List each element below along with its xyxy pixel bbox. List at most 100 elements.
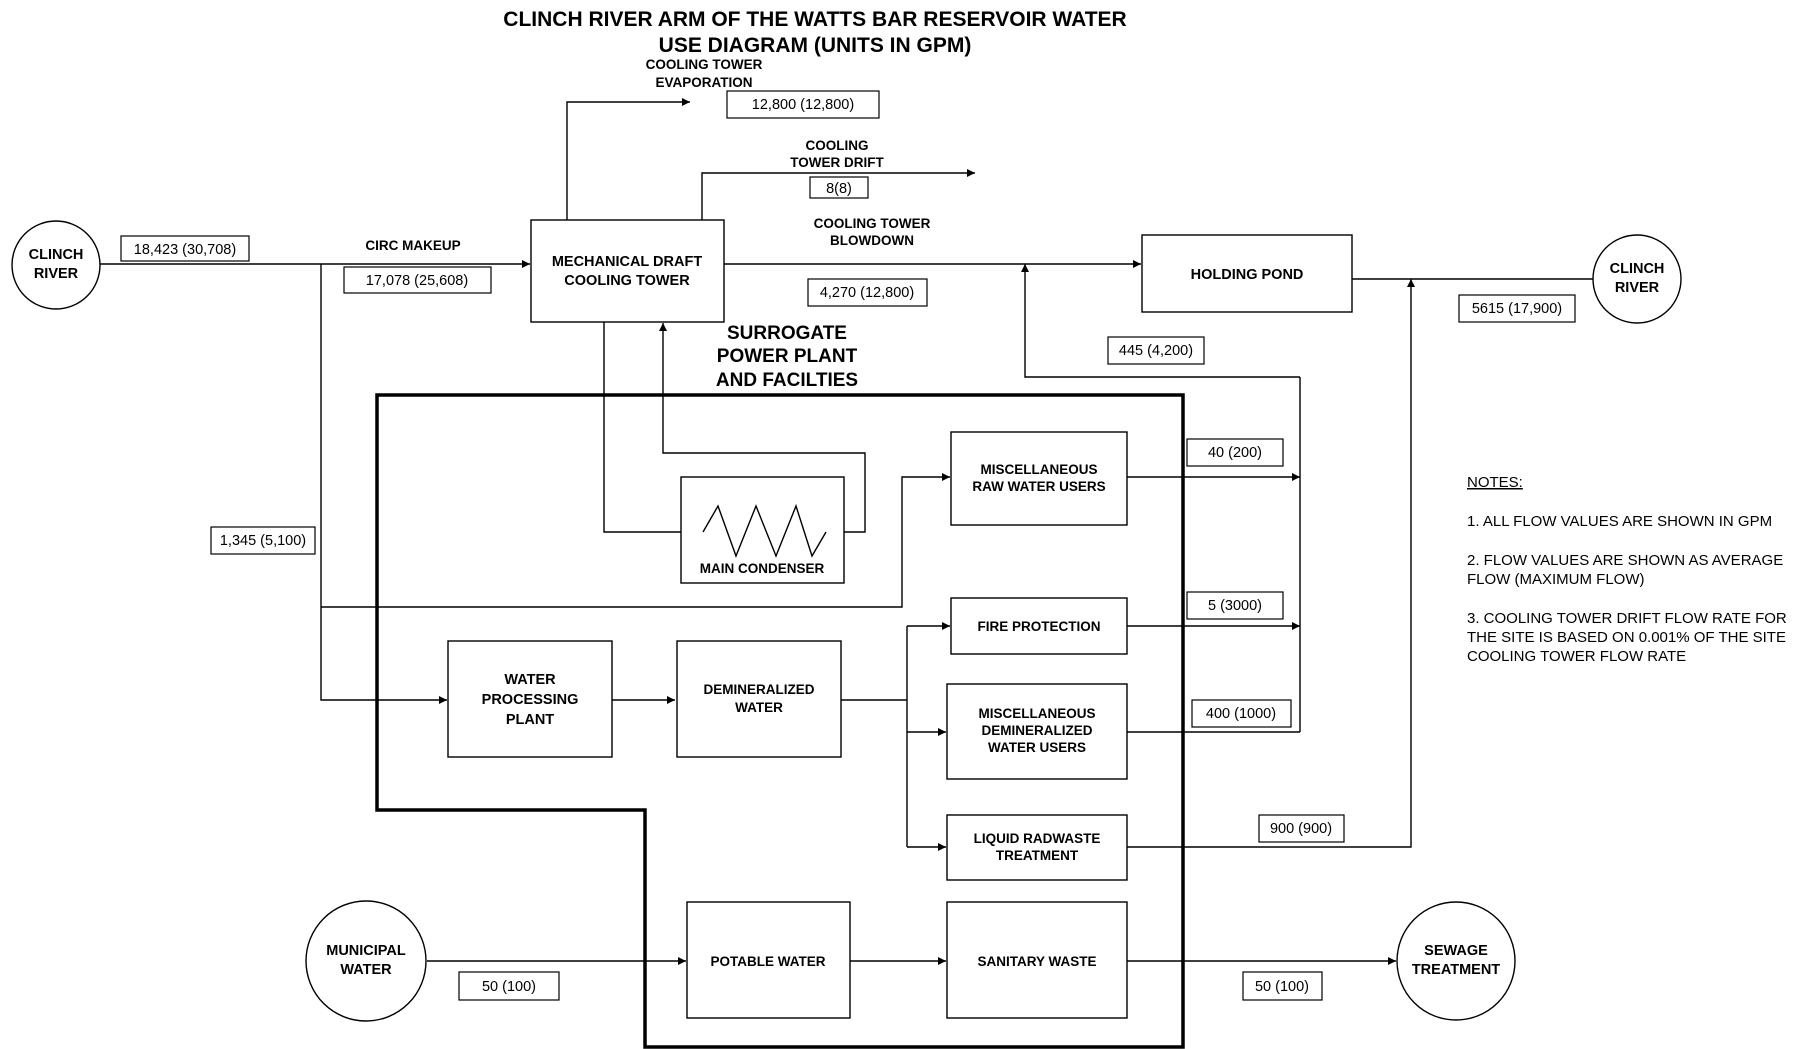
surrogate-label-line2: POWER PLANT: [717, 346, 858, 367]
svg-text:TREATMENT: TREATMENT: [1412, 962, 1500, 978]
note-2-line1: 2. FLOW VALUES ARE SHOWN AS AVERAGE: [1467, 552, 1783, 569]
flow-drift: 8(8): [809, 176, 869, 199]
flow-plant-branch: 1,345 (5,100): [210, 526, 316, 555]
radwaste-outflow: [1127, 279, 1415, 848]
flow-fire-protection: 5 (3000): [1186, 591, 1284, 620]
blowdown-label-line1: COOLING TOWER: [814, 216, 931, 231]
flow-evaporation: 12,800 (12,800): [726, 90, 880, 119]
svg-text:DEMINERALIZED: DEMINERALIZED: [704, 682, 815, 697]
svg-text:PLANT: PLANT: [506, 712, 554, 728]
svg-text:5615 (17,900): 5615 (17,900): [1472, 301, 1562, 317]
evaporation-line: [566, 98, 690, 220]
svg-text:400 (1000): 400 (1000): [1206, 706, 1276, 722]
cooling-tower-box: MECHANICAL DRAFT COOLING TOWER: [530, 219, 725, 323]
svg-text:50 (100): 50 (100): [482, 979, 536, 995]
return-to-blowdown-line: [1021, 264, 1300, 378]
sewage-treatment-node: SEWAGE TREATMENT: [1396, 901, 1516, 1021]
svg-text:CLINCH: CLINCH: [1610, 261, 1665, 277]
diagram-title-line2: USE DIAGRAM (UNITS IN GPM): [659, 34, 972, 57]
svg-text:COOLING TOWER: COOLING TOWER: [564, 273, 690, 289]
flow-circ-makeup: 17,078 (25,608): [343, 266, 492, 294]
svg-text:FIRE PROTECTION: FIRE PROTECTION: [977, 619, 1100, 634]
flow-sewage: 50 (100): [1242, 971, 1323, 1001]
svg-text:MISCELLANEOUS: MISCELLANEOUS: [978, 706, 1095, 721]
note-3-line3: COOLING TOWER FLOW RATE: [1467, 648, 1686, 665]
svg-text:RIVER: RIVER: [1615, 280, 1660, 296]
flow-municipal: 50 (100): [458, 971, 560, 1001]
svg-text:12,800 (12,800): 12,800 (12,800): [752, 97, 854, 113]
flow-radwaste: 900 (900): [1258, 814, 1345, 843]
condenser-coil-icon: [702, 503, 827, 558]
svg-text:MAIN CONDENSER: MAIN CONDENSER: [700, 561, 825, 576]
svg-text:SEWAGE: SEWAGE: [1424, 943, 1488, 959]
liquid-radwaste-treatment-box: LIQUID RADWASTE TREATMENT: [946, 814, 1128, 881]
flow-blowdown: 4,270 (12,800): [807, 278, 928, 307]
svg-text:DEMINERALIZED: DEMINERALIZED: [982, 723, 1093, 738]
svg-text:WATER: WATER: [504, 672, 556, 688]
misc-demineralized-users-box: MISCELLANEOUS DEMINERALIZED WATER USERS: [946, 683, 1128, 780]
svg-text:4,270 (12,800): 4,270 (12,800): [820, 285, 914, 301]
diagram-title-line1: CLINCH RIVER ARM OF THE WATTS BAR RESERV…: [503, 8, 1126, 31]
drift-label-line2: TOWER DRIFT: [790, 155, 884, 170]
clinch-river-discharge: CLINCH RIVER: [1592, 234, 1682, 324]
water-processing-plant-box: WATER PROCESSING PLANT: [447, 640, 613, 758]
svg-text:RIVER: RIVER: [34, 266, 79, 282]
flow-river-intake: 18,423 (30,708): [120, 235, 250, 262]
flow-to-clinch-river: 5615 (17,900): [1458, 294, 1576, 323]
note-3-line1: 3. COOLING TOWER DRIFT FLOW RATE FOR: [1467, 610, 1787, 627]
svg-text:18,423 (30,708): 18,423 (30,708): [134, 242, 236, 258]
drift-label-line1: COOLING: [806, 138, 869, 153]
svg-text:50 (100): 50 (100): [1255, 979, 1309, 995]
svg-text:WATER: WATER: [735, 700, 783, 715]
evaporation-label-line2: EVAPORATION: [655, 75, 752, 90]
svg-text:TREATMENT: TREATMENT: [996, 848, 1079, 863]
condenser-return-line: [659, 323, 866, 533]
svg-text:POTABLE WATER: POTABLE WATER: [711, 954, 826, 969]
svg-text:RAW WATER USERS: RAW WATER USERS: [972, 479, 1105, 494]
svg-text:445 (4,200): 445 (4,200): [1119, 343, 1193, 359]
branch-to-misc-raw: [321, 473, 950, 608]
note-2-line2: FLOW (MAXIMUM FLOW): [1467, 571, 1644, 588]
svg-text:CLINCH: CLINCH: [29, 247, 84, 263]
misc-raw-water-users-box: MISCELLANEOUS RAW WATER USERS: [950, 431, 1128, 526]
flow-misc-raw: 40 (200): [1186, 438, 1284, 467]
circ-makeup-label: CIRC MAKEUP: [365, 238, 460, 253]
svg-text:8(8): 8(8): [826, 181, 852, 197]
svg-text:PROCESSING: PROCESSING: [482, 692, 579, 708]
svg-text:MECHANICAL DRAFT: MECHANICAL DRAFT: [552, 254, 703, 270]
drift-line: [701, 169, 975, 220]
notes-section: NOTES: 1. ALL FLOW VALUES ARE SHOWN IN G…: [1467, 474, 1787, 665]
svg-text:900 (900): 900 (900): [1270, 821, 1332, 837]
notes-heading: NOTES:: [1467, 474, 1523, 491]
potable-water-box: POTABLE WATER: [686, 901, 851, 1019]
evaporation-label-line1: COOLING TOWER: [646, 57, 763, 72]
svg-text:40 (200): 40 (200): [1208, 445, 1262, 461]
svg-text:1,345 (5,100): 1,345 (5,100): [220, 533, 306, 549]
sanitary-waste-box: SANITARY WASTE: [946, 901, 1128, 1019]
main-condenser-box: MAIN CONDENSER: [680, 476, 845, 584]
tower-to-condenser-line: [603, 322, 703, 536]
svg-text:HOLDING POND: HOLDING POND: [1191, 267, 1304, 283]
branch-to-water-processing: [320, 264, 447, 704]
clinch-river-source: CLINCH RIVER: [11, 220, 101, 310]
svg-text:5 (3000): 5 (3000): [1208, 598, 1262, 614]
svg-text:MUNICIPAL: MUNICIPAL: [326, 943, 406, 959]
note-1: 1. ALL FLOW VALUES ARE SHOWN IN GPM: [1467, 513, 1772, 530]
svg-text:SANITARY WASTE: SANITARY WASTE: [977, 954, 1096, 969]
surrogate-label-line1: SURROGATE: [727, 323, 847, 344]
blowdown-label-line2: BLOWDOWN: [830, 233, 914, 248]
svg-text:WATER USERS: WATER USERS: [988, 740, 1086, 755]
holding-pond-box: HOLDING POND: [1141, 234, 1353, 313]
surrogate-label-line3: AND FACILTIES: [716, 370, 858, 391]
svg-text:MISCELLANEOUS: MISCELLANEOUS: [980, 462, 1097, 477]
municipal-water-source: MUNICIPAL WATER: [305, 900, 427, 1022]
flow-to-holding-pond: 445 (4,200): [1107, 336, 1205, 365]
svg-text:WATER: WATER: [340, 962, 392, 978]
svg-text:17,078 (25,608): 17,078 (25,608): [366, 273, 468, 289]
flow-misc-demin: 400 (1000): [1191, 699, 1292, 728]
note-3-line2: THE SITE IS BASED ON 0.001% OF THE SITE: [1467, 629, 1786, 646]
svg-text:LIQUID RADWASTE: LIQUID RADWASTE: [974, 831, 1101, 846]
fire-protection-box: FIRE PROTECTION: [950, 597, 1128, 655]
demineralized-water-box: DEMINERALIZED WATER: [676, 640, 842, 758]
